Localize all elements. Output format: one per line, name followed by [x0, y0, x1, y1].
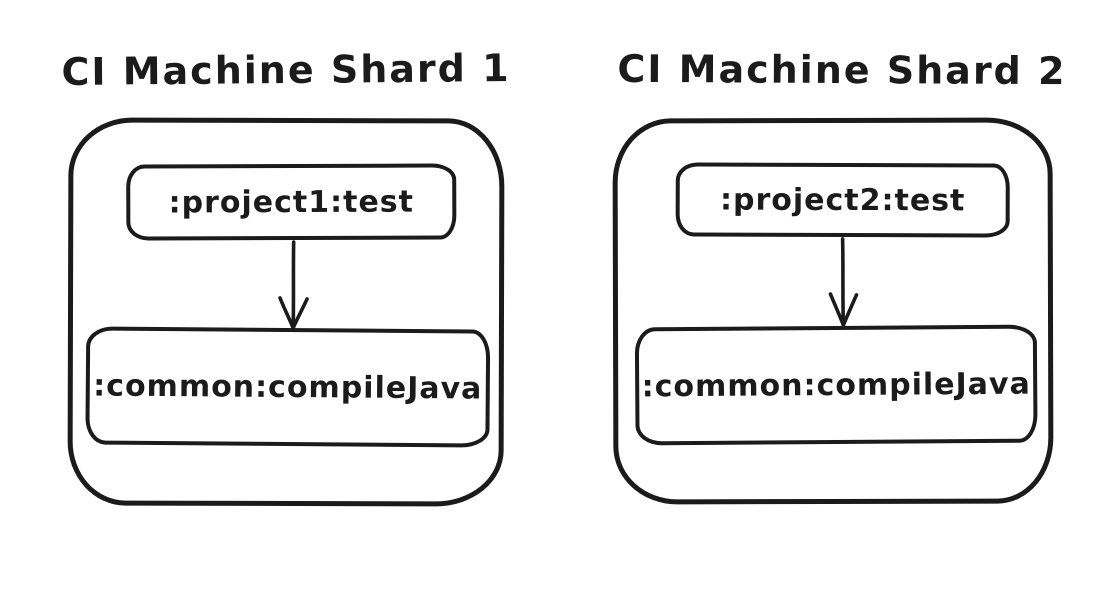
shard-2-title: CI Machine Shard 2	[617, 46, 1067, 94]
task-node-label: :common:compileJava	[93, 367, 483, 407]
task-node-common-compilejava: :common:compileJava	[85, 326, 491, 448]
task-node-project1-test: :project1:test	[126, 163, 457, 241]
dependency-arrow-down-icon	[278, 240, 309, 330]
task-node-common-compilejava: :common:compileJava	[634, 324, 1038, 446]
dependency-arrow-down-icon	[828, 237, 859, 327]
task-node-label: :project1:test	[168, 184, 415, 220]
shard-1-title: CI Machine Shard 1	[61, 46, 511, 94]
shard-2-machine-box: :project2:test :common:compileJava	[612, 117, 1054, 505]
task-node-label: :project2:test	[719, 182, 966, 218]
task-node-label: :common:compileJava	[641, 366, 1031, 404]
shard-1-machine-box: :project1:test :common:compileJava	[67, 117, 505, 507]
task-node-project2-test: :project2:test	[675, 162, 1010, 238]
